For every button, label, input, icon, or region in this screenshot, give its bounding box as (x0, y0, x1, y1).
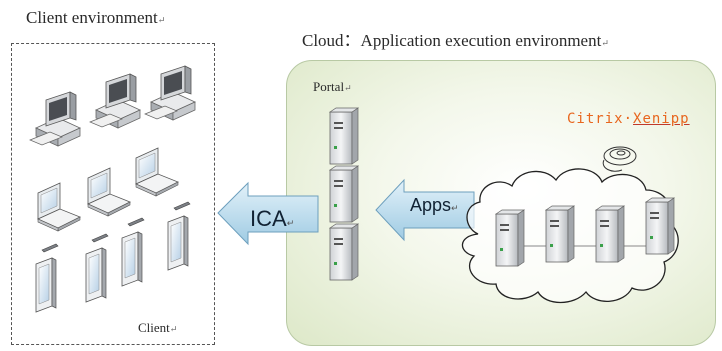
ica-label: ICA↵ (250, 206, 295, 231)
client-label: Client↵ (138, 320, 178, 335)
server-tower-icon (329, 107, 359, 281)
citrix-xenapp-label: Citrix·Xenipp (567, 111, 690, 127)
cloud-swirl-icon (602, 146, 637, 172)
laptop-icon (37, 147, 179, 232)
portal-label: Portal↵ (313, 79, 352, 94)
cloud-environment-title: Cloud：Application execution environment↵ (302, 31, 609, 50)
desktop-computer-icon (29, 65, 196, 147)
apps-label: Apps↵ (410, 195, 459, 215)
ica-arrow-icon (217, 181, 319, 246)
client-environment-box (11, 43, 215, 345)
client-environment-title: Client environment↵ (26, 8, 166, 27)
